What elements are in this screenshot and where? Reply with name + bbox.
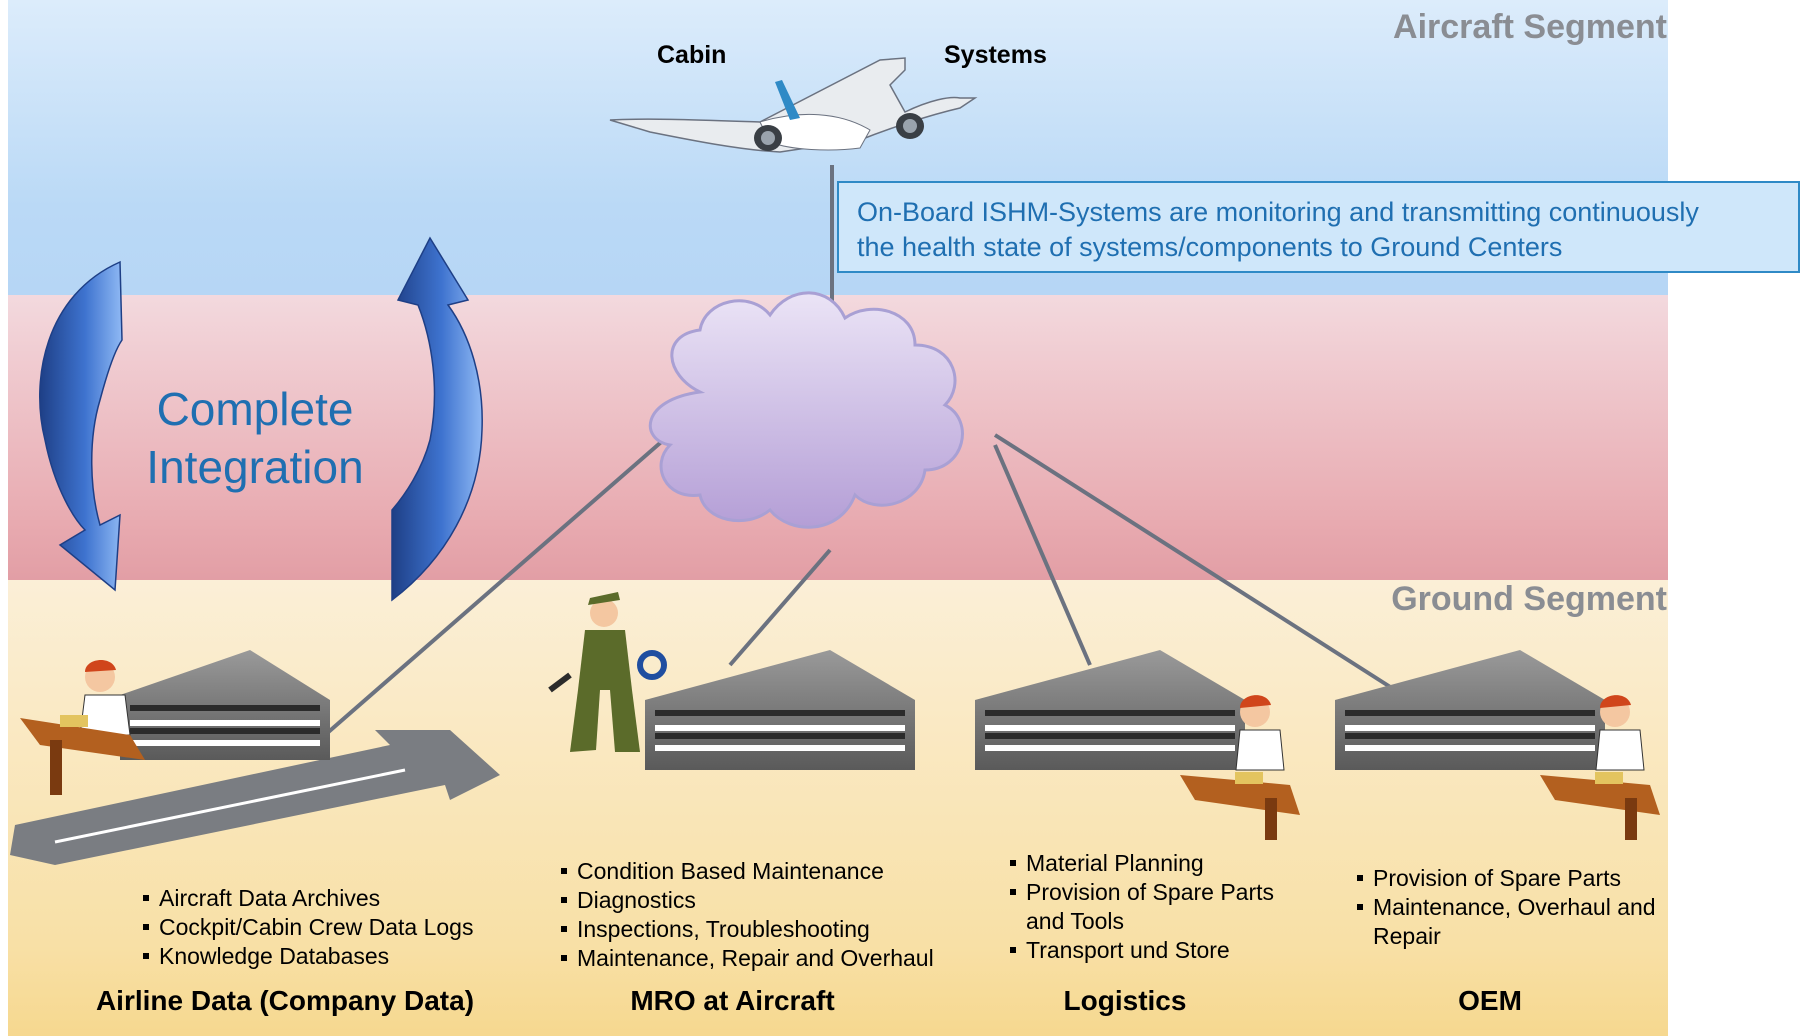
ground-segment-title: Ground Segment	[1391, 580, 1667, 618]
mechanic-with-tools-icon	[548, 592, 667, 752]
list-item: Transport und Store	[1009, 936, 1274, 965]
mro-title: MRO at Aircraft	[630, 985, 835, 1016]
list-item: Condition Based Maintenance	[560, 857, 934, 886]
logistics-bullet-list: Material Planning Provision of Spare Par…	[1009, 849, 1274, 965]
connector-oem	[993, 433, 1397, 692]
list-item: Cockpit/Cabin Crew Data Logs	[142, 913, 473, 942]
list-item: Maintenance, Overhaul and	[1356, 893, 1656, 922]
info-line-1: On-Board ISHM-Systems are monitoring and…	[857, 197, 1699, 227]
list-item: Maintenance, Repair and Overhaul	[560, 944, 934, 973]
connector-airline	[323, 428, 677, 737]
logistics-person-at-desk-icon	[1180, 695, 1300, 840]
airline-bullet-list: Aircraft Data Archives Cockpit/Cabin Cre…	[142, 884, 473, 971]
airline-person-at-desk-icon	[20, 660, 145, 795]
complete-integration-label: Complete Integration	[120, 380, 390, 496]
list-item: Provision of Spare Parts	[1009, 878, 1274, 907]
systems-label: Systems	[944, 41, 1047, 69]
list-item: Diagnostics	[560, 886, 934, 915]
list-item: Repair	[1373, 923, 1441, 949]
cabin-label: Cabin	[657, 41, 727, 69]
oem-title: OEM	[1458, 985, 1522, 1016]
airline-data-title: Airline Data (Company Data)	[95, 985, 475, 1016]
list-item: Aircraft Data Archives	[142, 884, 473, 913]
list-item: Material Planning	[1009, 849, 1274, 878]
mro-building-icon	[645, 650, 915, 770]
airline-runway-icon	[10, 730, 500, 865]
oem-bullet-list: Provision of Spare Parts Maintenance, Ov…	[1356, 864, 1656, 951]
list-item: and Tools	[1026, 908, 1125, 934]
list-item: Knowledge Databases	[142, 942, 473, 971]
onboard-ishm-info-box: On-Board ISHM-Systems are monitoring and…	[837, 181, 1800, 273]
aircraft-icon	[609, 57, 978, 153]
oem-person-at-desk-icon	[1540, 695, 1660, 840]
aircraft-segment-title: Aircraft Segment	[1393, 8, 1667, 46]
integration-line-1: Complete	[156, 383, 354, 435]
logistics-building-icon	[975, 650, 1245, 770]
integration-line-2: Integration	[146, 441, 364, 493]
network-cloud-icon	[648, 291, 964, 529]
connector-mro	[728, 548, 832, 667]
list-item: Inspections, Troubleshooting	[560, 915, 934, 944]
connector-logistics	[993, 444, 1092, 666]
list-item: Provision of Spare Parts	[1356, 864, 1656, 893]
info-line-2: the health state of systems/components t…	[857, 232, 1563, 262]
logistics-title: Logistics	[1063, 985, 1187, 1016]
integration-cycle-arrows-icon	[39, 236, 483, 602]
airline-building-icon	[120, 650, 330, 760]
oem-building-icon	[1335, 650, 1605, 770]
mro-bullet-list: Condition Based Maintenance Diagnostics …	[560, 857, 934, 973]
